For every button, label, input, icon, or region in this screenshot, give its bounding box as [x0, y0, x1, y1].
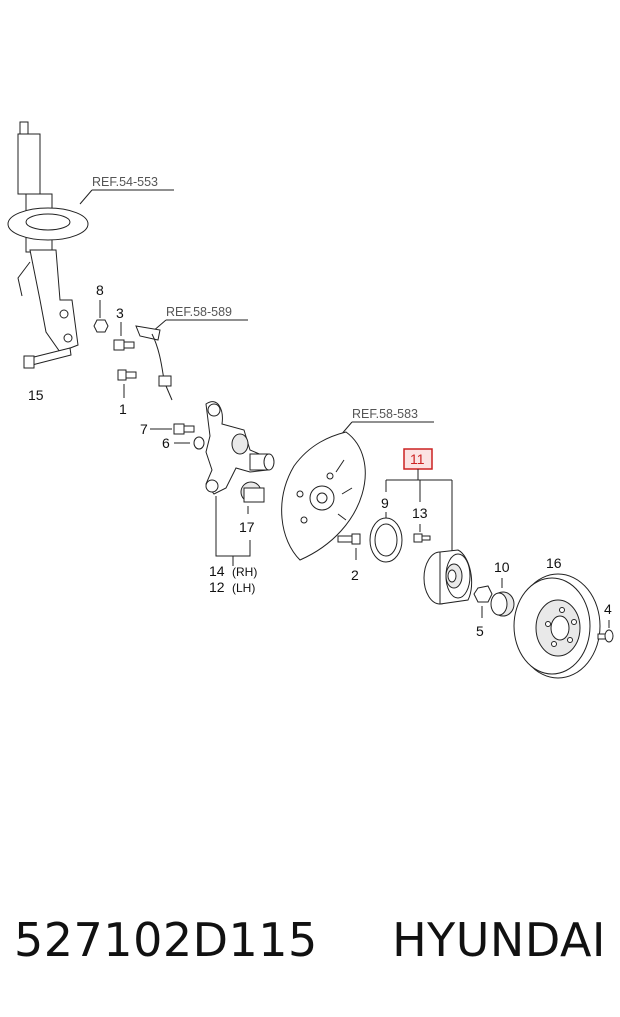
callout-2: 2	[351, 567, 359, 583]
callout-17: 17	[239, 519, 255, 535]
bolt-15	[23, 347, 72, 369]
brake-disc-16	[513, 573, 601, 679]
callout-11: 11	[410, 451, 425, 467]
bolt-2	[337, 533, 361, 545]
bushing-17	[240, 481, 265, 503]
nut-8	[93, 319, 109, 333]
wheel-hub	[423, 549, 473, 605]
callout-12: 12	[209, 579, 225, 595]
exploded-parts-diagram: REF.54-553 15 8 3 1 REF.58-589 7 6	[7, 121, 614, 679]
ref-strut-label: REF.54-553	[92, 175, 158, 189]
callout-7: 7	[140, 421, 148, 437]
callout-13: 13	[412, 505, 428, 521]
callout-11-box: 11	[403, 448, 433, 470]
callout-6: 6	[162, 435, 170, 451]
steering-knuckle	[205, 401, 275, 495]
strut-assembly	[7, 121, 89, 353]
callout-12-side: (LH)	[232, 581, 255, 595]
stud-13	[413, 533, 431, 543]
ref-shield-label: REF.58-583	[352, 407, 418, 421]
brand-text: HYUNDAI	[392, 913, 606, 967]
callout-15: 15	[28, 387, 44, 403]
caption-bar: 527102D115 HYUNDAI	[0, 905, 620, 975]
callout-10: 10	[494, 559, 510, 575]
callout-1: 1	[119, 401, 127, 417]
washer-6	[193, 436, 205, 450]
callout-8: 8	[96, 282, 104, 298]
abs-sensor	[135, 325, 173, 401]
callout-9: 9	[381, 495, 389, 511]
ref-sensor-label: REF.58-589	[166, 305, 232, 319]
bolt-1	[117, 369, 137, 381]
callout-14: 14	[209, 563, 225, 579]
bolt-7	[173, 423, 195, 435]
callout-16: 16	[546, 555, 562, 571]
callout-14-side: (RH)	[232, 565, 257, 579]
callout-3: 3	[116, 305, 124, 321]
bolt-3	[113, 339, 135, 351]
dust-shield	[281, 431, 366, 561]
callout-5: 5	[476, 623, 484, 639]
screw-4	[597, 629, 614, 643]
tone-ring-9	[369, 517, 403, 563]
nut-5	[473, 585, 493, 603]
callout-4: 4	[604, 601, 612, 617]
part-number-text: 527102D115	[14, 913, 318, 967]
hub-cap-10	[490, 591, 515, 617]
